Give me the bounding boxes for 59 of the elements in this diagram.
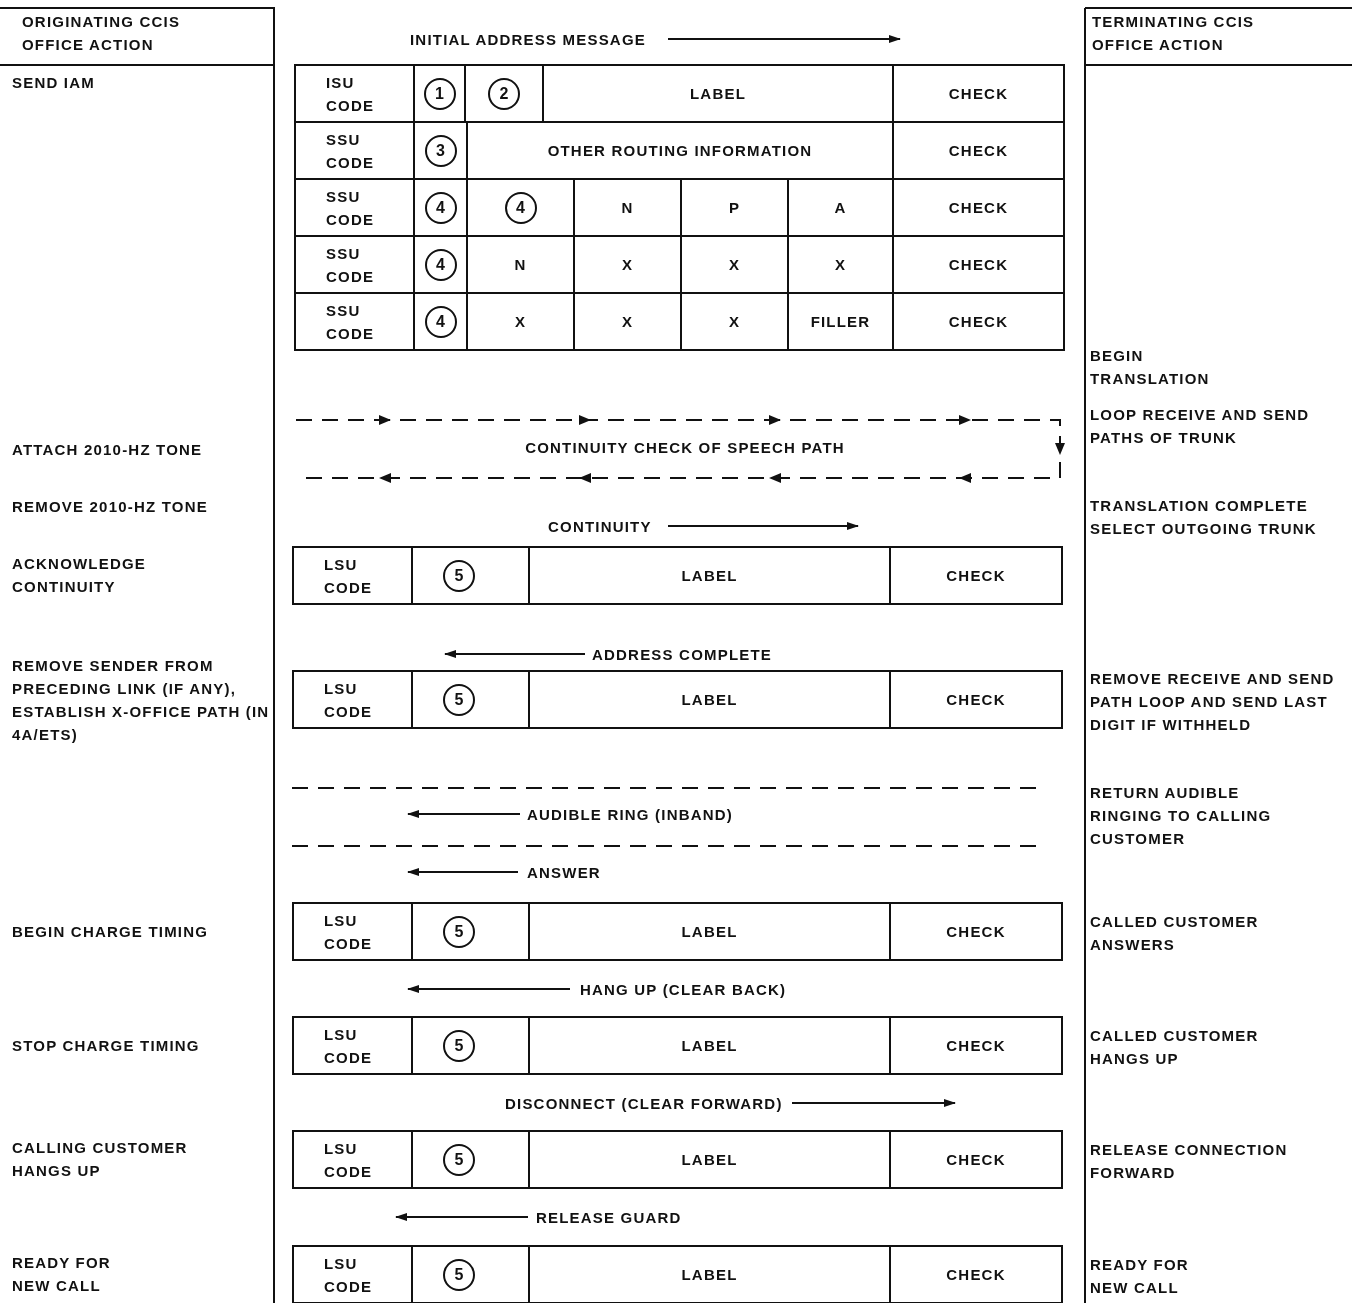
field-text: CHECK [889, 670, 1063, 729]
field-text: LABEL [528, 546, 891, 605]
field-text: LABEL [528, 1130, 891, 1189]
field-text: SSU CODE [294, 292, 416, 351]
office-action-text: RETURN AUDIBLE RINGING TO CALLING CUSTOMER [1090, 783, 1273, 849]
circled-number-field: 5 [411, 1130, 530, 1189]
office-action-text: STOP CHARGE TIMING [12, 1036, 201, 1056]
message-name: INITIAL ADDRESS MESSAGE [410, 30, 647, 50]
office-action-text: REMOVE SENDER FROM PRECEDING LINK (IF ANY), ESTABLISH X-OFFICE PATH (IN 4A/ETS) [12, 656, 271, 745]
message-name: ANSWER [527, 863, 602, 883]
field-text: CHECK [892, 64, 1065, 123]
office-action-text: RELEASE CONNECTION FORWARD [1090, 1140, 1289, 1183]
field-text: ISU CODE [294, 64, 416, 123]
field-text: LABEL [528, 902, 891, 961]
column-heading: TERMINATING CCIS OFFICE ACTION [1092, 12, 1256, 55]
office-action-text: BEGIN CHARGE TIMING [12, 922, 210, 942]
message-name: RELEASE GUARD [536, 1208, 683, 1228]
loop-caption: CONTINUITY CHECK OF SPEECH PATH [524, 438, 846, 458]
circled-number-field: 5 [411, 546, 530, 605]
field-text: LSU CODE [292, 546, 414, 605]
field-text: LSU CODE [292, 1245, 414, 1303]
field-text: LSU CODE [292, 902, 414, 961]
office-action-text: TRANSLATION COMPLETE SELECT OUTGOING TRUNK [1090, 496, 1318, 539]
field-text: CHECK [892, 292, 1065, 351]
field-text: CHECK [889, 1130, 1063, 1189]
message-name: AUDIBLE RING (INBAND) [527, 805, 735, 825]
circled-number-field: 5 [411, 1245, 530, 1303]
office-action-text: ACKNOWLEDGE CONTINUITY [12, 554, 148, 597]
circled-number-field: 4 [413, 292, 468, 351]
circled-number-field: 5 [411, 902, 530, 961]
message-name: ADDRESS COMPLETE [592, 645, 774, 665]
office-action-text: ATTACH 2010-HZ TONE [12, 440, 204, 460]
office-action-text: CALLING CUSTOMER HANGS UP [12, 1138, 189, 1181]
field-text: LSU CODE [292, 1016, 414, 1075]
field-text: CHECK [889, 546, 1063, 605]
field-text: LSU CODE [292, 670, 414, 729]
field-text: LSU CODE [292, 1130, 414, 1189]
circled-number-field: 1 [413, 64, 466, 123]
office-action-text: READY FOR NEW CALL [1090, 1255, 1190, 1298]
office-action-text: SEND IAM [12, 73, 96, 93]
field-text: LABEL [528, 1016, 891, 1075]
office-action-text: BEGIN TRANSLATION [1090, 346, 1211, 389]
office-action-text: REMOVE RECEIVE AND SEND PATH LOOP AND SEND LAST DIGIT IF WITHHELD [1090, 669, 1336, 735]
column-heading: ORIGINATING CCIS OFFICE ACTION [22, 12, 182, 55]
circled-number-field: 5 [411, 670, 530, 729]
field-text: LABEL [528, 670, 891, 729]
message-name: CONTINUITY [548, 517, 653, 537]
message-name: DISCONNECT (CLEAR FORWARD) [505, 1094, 784, 1114]
field-text: LABEL [528, 1245, 891, 1303]
office-action-text: REMOVE 2010-HZ TONE [12, 497, 209, 517]
office-action-text: LOOP RECEIVE AND SEND PATHS OF TRUNK [1090, 405, 1311, 448]
message-name: HANG UP (CLEAR BACK) [580, 980, 788, 1000]
office-action-text: CALLED CUSTOMER HANGS UP [1090, 1026, 1260, 1069]
field-text: CHECK [889, 1245, 1063, 1303]
circled-number-field: 5 [411, 1016, 530, 1075]
field-text: CHECK [889, 1016, 1063, 1075]
office-action-text: CALLED CUSTOMER ANSWERS [1090, 912, 1260, 955]
field-text: CHECK [889, 902, 1063, 961]
office-action-text: READY FOR NEW CALL [12, 1253, 112, 1296]
